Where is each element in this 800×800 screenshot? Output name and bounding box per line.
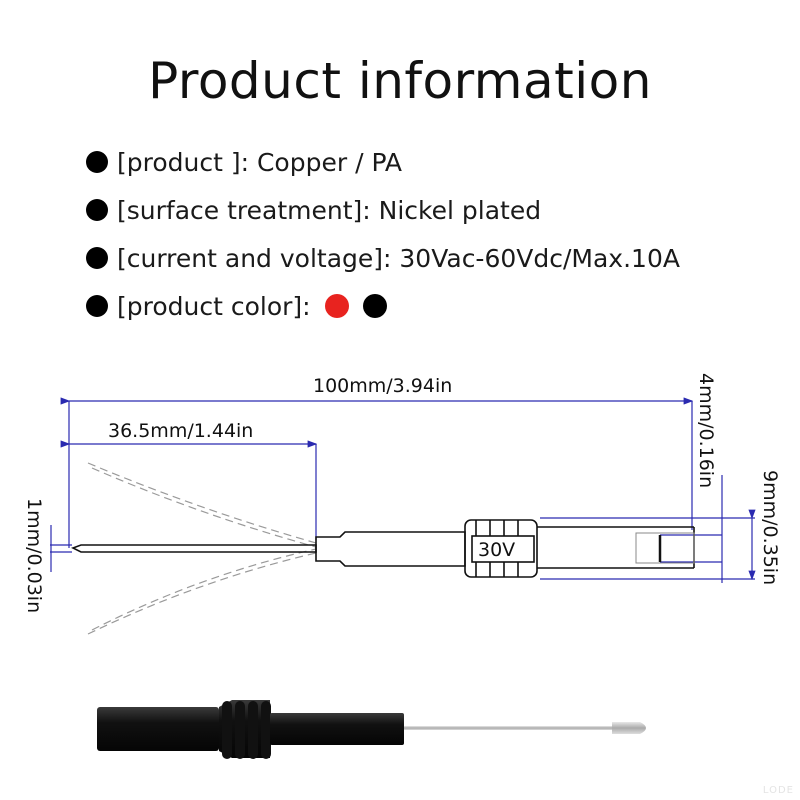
total-length-label: 100mm/3.94in — [313, 375, 452, 397]
probe-outline — [71, 519, 695, 578]
spec-label: [product ]: Copper / PA — [117, 147, 403, 177]
spec-label: [current and voltage]: 30Vac-60Vdc/Max.1… — [117, 243, 680, 273]
watermark: LODE — [762, 785, 794, 796]
bullet-icon — [86, 151, 108, 173]
spec-label: [surface treatment]: Nickel plated — [117, 195, 542, 225]
body-diameter-label: 9mm/0.35in — [759, 470, 781, 585]
spec-product-color: [product color]: — [86, 282, 680, 330]
spec-current-voltage: [current and voltage]: 30Vac-60Vdc/Max.1… — [86, 234, 680, 282]
dimension-lines — [50, 397, 756, 583]
needle-diameter-label: 1mm/0.03in — [23, 498, 45, 613]
voltage-marking: 30V — [478, 539, 515, 561]
bullet-icon — [86, 247, 108, 269]
spec-material: [product ]: Copper / PA — [86, 138, 680, 186]
black-color-swatch — [362, 294, 387, 318]
spec-label: [product color]: — [117, 291, 311, 321]
needle-length-label: 36.5mm/1.44in — [108, 420, 253, 442]
bullet-icon — [86, 199, 108, 221]
red-color-swatch — [324, 294, 349, 318]
spec-list: [product ]: Copper / PA [surface treatme… — [86, 138, 680, 330]
socket-diameter-label: 4mm/0.16in — [695, 373, 717, 488]
page-title: Product information — [148, 52, 652, 110]
bullet-icon — [86, 295, 108, 317]
spec-surface-treatment: [surface treatment]: Nickel plated — [86, 186, 680, 234]
flex-needle-outline — [87, 462, 317, 635]
